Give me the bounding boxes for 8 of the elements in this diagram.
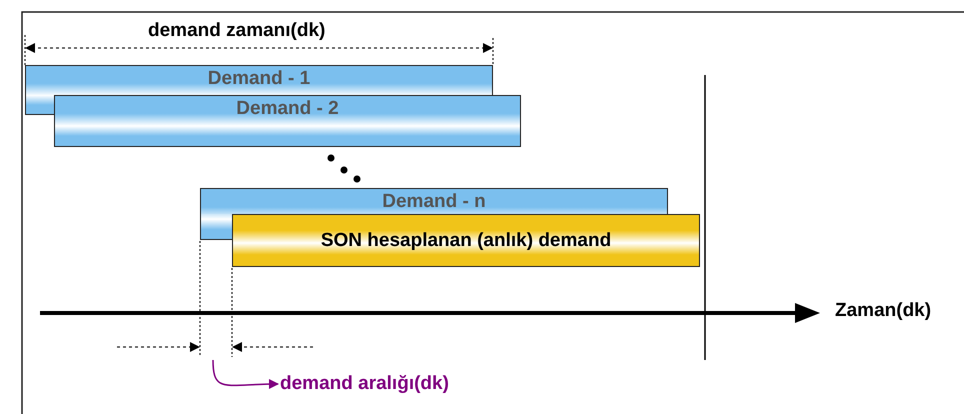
demand-bar: Demand - 1 [25, 65, 493, 95]
current-demand-bar: SON hesaplanan (anlık) demand [232, 214, 700, 267]
annotation-text: demand aralığı(dk) [280, 373, 449, 395]
dimension-label: demand zamanı(dk) [148, 20, 326, 42]
demand-bar: Demand - n [200, 188, 668, 214]
axis-label: Zaman(dk) [835, 300, 932, 322]
demand-bar: Demand - 2 [54, 95, 521, 147]
arrow [212, 360, 279, 390]
